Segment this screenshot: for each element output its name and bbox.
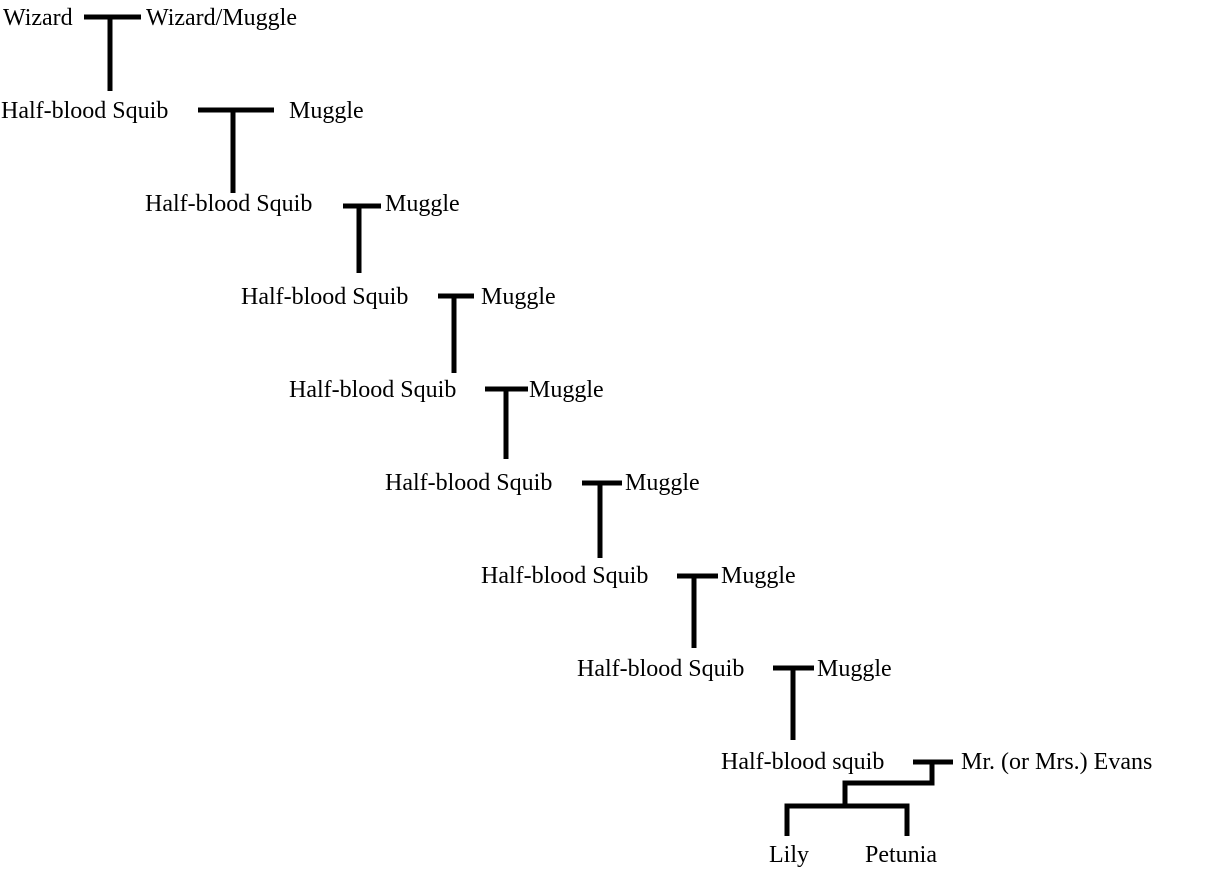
person-muggle: Muggle [721, 563, 796, 589]
descent-line [842, 762, 935, 806]
person-squib: Half-blood Squib [481, 563, 649, 589]
person-muggle: Muggle [625, 470, 700, 496]
person-evans: Mr. (or Mrs.) Evans [961, 749, 1153, 775]
person-squib: Half-blood Squib [577, 656, 745, 682]
person-muggle: Muggle [385, 191, 460, 217]
person-lily: Lily [769, 842, 809, 868]
person-squib: Half-blood Squib [145, 191, 313, 217]
person-squib: Half-blood Squib [1, 98, 169, 124]
person-muggle: Muggle [289, 98, 364, 124]
person-petunia: Petunia [865, 842, 937, 868]
sibling-line [784, 803, 910, 836]
person-squib: Half-blood squib [721, 749, 885, 775]
person-squib: Half-blood Squib [241, 284, 409, 310]
person-wizard: Wizard [3, 5, 73, 31]
person-muggle: Muggle [481, 284, 556, 310]
person-squib: Half-blood Squib [385, 470, 553, 496]
person-muggle: Muggle [529, 377, 604, 403]
person-muggle: Muggle [817, 656, 892, 682]
person-squib: Half-blood Squib [289, 377, 457, 403]
person-wizard-muggle: Wizard/Muggle [146, 5, 297, 31]
